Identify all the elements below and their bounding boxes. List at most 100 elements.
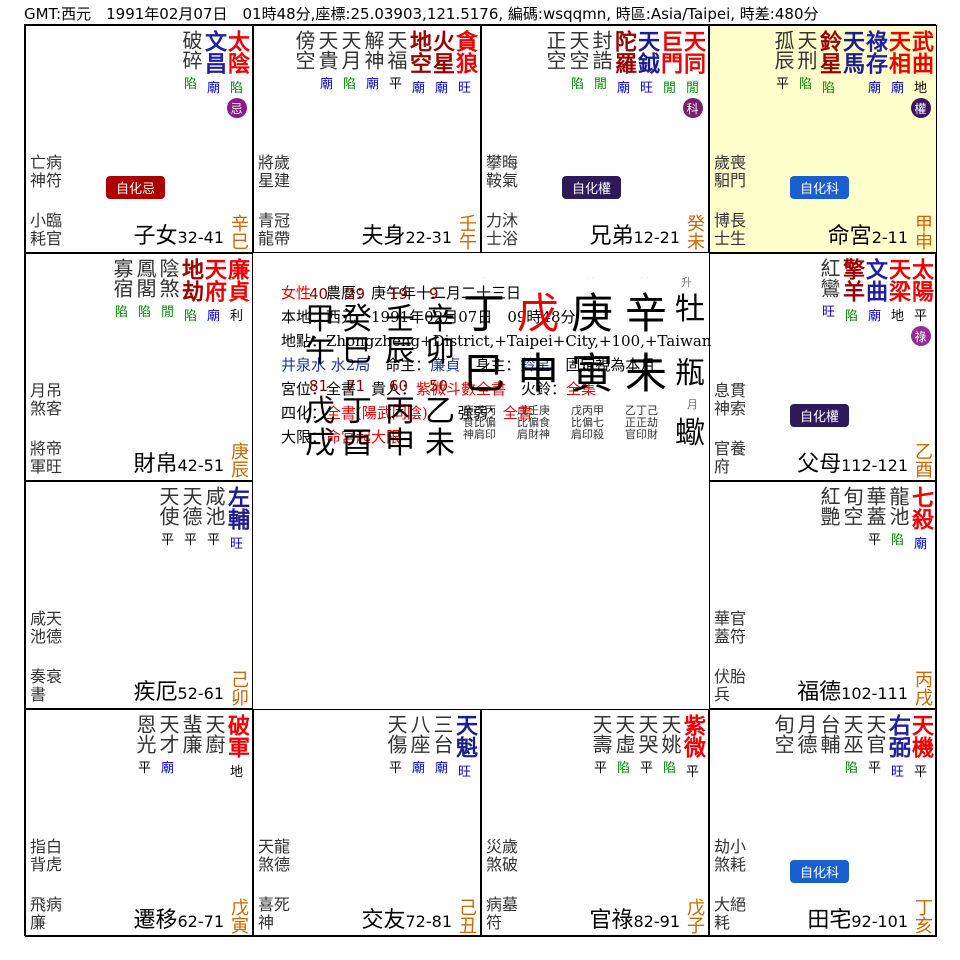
star-brightness: 陷 <box>114 305 128 320</box>
star: 文曲廟 <box>862 258 887 346</box>
star-name: 天傷 <box>384 714 408 754</box>
star-column-group: 紫微平天姚陷天哭平天虛陷天壽平 <box>589 714 705 780</box>
minor-gods-lower: 病墓符 <box>486 895 519 932</box>
star-name: 寡宿 <box>110 258 134 298</box>
star-name: 天德 <box>179 486 203 526</box>
star-column-group: 天同閒科巨門閒天鉞旺陀羅廟封誥閒天空陷正空 <box>543 30 705 118</box>
star: 廉貞利 <box>224 258 249 324</box>
zodiac-label: 升 <box>681 277 692 289</box>
star-brightness: 旺 <box>890 765 904 780</box>
star-brightness: 廟 <box>867 309 881 324</box>
star-name: 天府 <box>201 258 226 302</box>
star: 火星廟 <box>429 30 454 96</box>
star-brightness: 平 <box>775 77 789 92</box>
star-brightness: 地 <box>913 81 927 96</box>
star-column-group: 七殺廟龍池陷華蓋平旬空 紅艷 <box>817 486 933 552</box>
star-name: 三台 <box>430 714 454 754</box>
star: 天姚陷 <box>658 714 682 780</box>
star-name: 鈴星 <box>816 30 841 74</box>
minor-gods-lower: 喜死神 <box>258 895 291 932</box>
star: 恩光平 <box>133 714 157 780</box>
luck-branch: 巳 <box>342 334 372 369</box>
star: 右弼旺 <box>885 714 910 780</box>
star: 龍池陷 <box>886 486 910 552</box>
luck-stem-2: 丙 <box>385 394 415 429</box>
star-name: 咸池 <box>202 486 226 526</box>
star-brightness: 陷 <box>662 761 676 776</box>
luck-age-top: 29 <box>346 285 366 303</box>
star: 陀羅廟 <box>611 30 636 118</box>
star-name: 紅艷 <box>817 486 841 526</box>
luck-stem: 甲 <box>305 302 335 337</box>
minor-gods-lower: 官養府 <box>714 439 747 476</box>
palace-name: 福德102-111 <box>797 680 908 705</box>
star: 月德 <box>794 714 818 780</box>
luck-age-bottom: 71 <box>346 377 366 395</box>
bazi-hidden: 戊壬庚比偏食肩財神 <box>517 404 550 441</box>
star-brightness: 廟 <box>434 761 448 776</box>
star-name: 天機 <box>908 714 933 758</box>
star: 天才廟 <box>156 714 180 780</box>
minor-gods-upper: 指白背虎 <box>30 837 63 874</box>
star-name: 地空 <box>406 30 431 74</box>
star-name: 破軍 <box>224 714 249 758</box>
star: 天使平 <box>156 486 180 552</box>
star-name: 天姚 <box>658 714 682 754</box>
star-name: 文曲 <box>862 258 887 302</box>
luck-branch-2: 申 <box>385 426 415 461</box>
star: 天壽平 <box>589 714 613 780</box>
minor-gods-lower: 博長士生 <box>714 211 747 248</box>
star-brightness: 平 <box>160 533 174 548</box>
star-brightness: 陷 <box>798 77 812 92</box>
star-brightness: 旺 <box>821 305 835 320</box>
star: 封誥閒 <box>589 30 613 118</box>
luck-age-top: 9 <box>429 285 439 303</box>
bazi-branch: 寅 <box>571 349 614 398</box>
star-brightness: 廟 <box>890 81 904 96</box>
star: 天馬 <box>839 30 864 118</box>
star-name: 天才 <box>156 714 180 754</box>
self-transform-badge: 自化權 <box>790 404 850 427</box>
palace-ganzhi: 戊寅 <box>228 898 249 934</box>
star-name: 武曲 <box>908 30 933 74</box>
star: 祿存廟 <box>862 30 887 118</box>
star-brightness: 平 <box>913 765 927 780</box>
palace-name: 財帛42-51 <box>133 452 224 477</box>
star: 天刑陷 <box>794 30 818 118</box>
chart-grid: 女性 農曆：庚午年十二月二十三日 本地：西元 1991年02月07日 09時48… <box>24 24 937 937</box>
star-brightness: 廟 <box>434 81 448 96</box>
palace-cell-wei[interactable]: 天同閒科巨門閒天鉞旺陀羅廟封誥閒天空陷正空 攀晦鞍氣力沐士浴自化權兄弟12-21… <box>481 25 709 253</box>
star-name: 紫微 <box>680 714 705 758</box>
star-name: 破碎 <box>179 30 203 70</box>
luck-stem-2: 丁 <box>342 394 372 429</box>
star-name: 龍池 <box>886 486 910 526</box>
star-brightness: 地 <box>229 765 243 780</box>
star-brightness: 陷 <box>821 81 835 96</box>
star-name: 天壽 <box>589 714 613 754</box>
minor-gods-lower: 大絕耗 <box>714 895 747 932</box>
star-brightness: 陷 <box>844 761 858 776</box>
star-brightness: 廟 <box>411 81 425 96</box>
star-brightness: 閒 <box>685 81 699 96</box>
star-name: 天巫 <box>840 714 864 754</box>
palace-name: 兄弟12-21 <box>589 224 680 249</box>
star: 鈴星陷 <box>816 30 841 118</box>
star-brightness: 廟 <box>867 81 881 96</box>
star: 破軍地 <box>224 714 249 780</box>
star-brightness <box>826 757 830 772</box>
star: 天德平 <box>179 486 203 552</box>
minor-gods-lower: 飛病廉 <box>30 895 63 932</box>
sihua-badge: 祿 <box>910 326 931 346</box>
star-brightness: 廟 <box>160 761 174 776</box>
